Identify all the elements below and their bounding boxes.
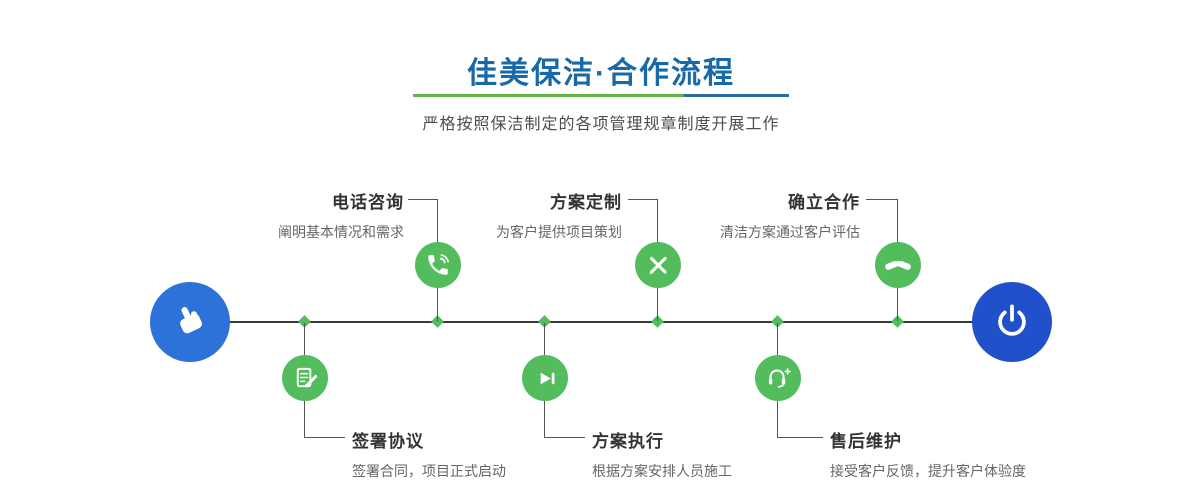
- timeline-line: [190, 321, 1012, 323]
- step-title: 电话咨询: [332, 193, 404, 212]
- node-establish-cooperation: [875, 242, 921, 288]
- step-desc: 为客户提供项目策划: [496, 224, 622, 240]
- connector-line: [305, 437, 345, 438]
- connector-line: [657, 288, 658, 321]
- step-title: 售后维护: [830, 432, 902, 451]
- connector-line: [545, 437, 585, 438]
- node-sign-agreement: [282, 355, 328, 401]
- step-after-sales-label: 售后维护 接受客户反馈，提升客户体验度: [830, 427, 1026, 481]
- connector-line: [777, 323, 778, 355]
- connector-line: [437, 199, 438, 242]
- contract-sign-icon: [296, 367, 317, 387]
- handshake-icon: [885, 260, 911, 270]
- step-establish-cooperation-label: 确立合作 清洁方案通过客户评估: [660, 188, 860, 242]
- step-title: 确立合作: [788, 193, 860, 212]
- step-plan-design-label: 方案定制 为客户提供项目策划: [422, 188, 622, 242]
- flow-start-node: [150, 282, 230, 362]
- step-desc: 阐明基本情况和需求: [278, 224, 404, 240]
- hand-pointer-icon: [180, 307, 203, 334]
- connector-line: [437, 288, 438, 321]
- design-pencil-icon: [649, 256, 667, 275]
- step-sign-agreement-label: 签署协议 签署合同，项目正式启动: [352, 427, 506, 481]
- connector-line: [657, 199, 658, 242]
- connector-line: [897, 288, 898, 321]
- power-icon: [998, 304, 1026, 336]
- title-underline: [413, 94, 789, 97]
- section-subtitle: 严格按照保洁制定的各项管理规章制度开展工作: [422, 116, 780, 133]
- connector-line: [544, 401, 545, 438]
- connector-line: [304, 323, 305, 355]
- connector-line: [628, 199, 658, 200]
- connector-line: [777, 401, 778, 438]
- step-title: 签署协议: [352, 432, 424, 451]
- node-plan-execute: [522, 355, 568, 401]
- step-plan-execute-label: 方案执行 根据方案安排人员施工: [592, 427, 732, 481]
- headset-support-icon: [768, 368, 791, 388]
- step-phone-consult-label: 电话咨询 阐明基本情况和需求: [204, 188, 404, 242]
- step-desc: 签署合同，项目正式启动: [352, 463, 506, 479]
- connector-line: [544, 323, 545, 355]
- connector-line: [866, 199, 898, 200]
- step-desc: 接受客户反馈，提升客户体验度: [830, 463, 1026, 479]
- connector-line: [897, 199, 898, 242]
- node-plan-design: [635, 242, 681, 288]
- phone-icon: [428, 254, 449, 275]
- connector-line: [408, 199, 438, 200]
- step-title: 方案执行: [592, 432, 664, 451]
- play-execute-icon: [540, 372, 554, 384]
- section-title: 佳美保洁·合作流程: [467, 57, 735, 90]
- step-desc: 根据方案安排人员施工: [592, 463, 732, 479]
- step-desc: 清洁方案通过客户评估: [720, 224, 860, 240]
- step-title: 方案定制: [550, 193, 622, 212]
- node-phone-consult: [415, 242, 461, 288]
- connector-line: [304, 401, 305, 438]
- flow-end-node: [972, 282, 1052, 362]
- connector-line: [778, 437, 823, 438]
- node-after-sales: [755, 355, 801, 401]
